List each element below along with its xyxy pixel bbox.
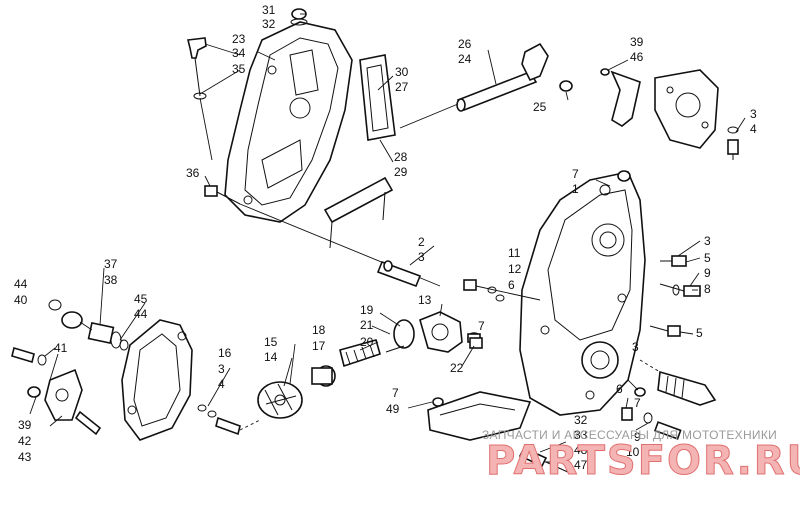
bolt-5-part [649, 325, 681, 337]
bolt-22-part [469, 337, 483, 349]
tensioner-cover-part [257, 381, 303, 419]
idler-arm-part [11, 346, 102, 436]
inner-cover-part [121, 319, 193, 441]
callout-28: 28 [394, 150, 408, 164]
bolt-8-9-part [659, 283, 701, 297]
bolt-2-3-part [376, 260, 422, 288]
callout-36: 36 [186, 166, 200, 180]
callout-2: 2 [418, 235, 425, 249]
bolt-3-4-center-part [197, 404, 261, 436]
callout-7-top: 7 [572, 167, 579, 181]
callout-39: 39 [630, 35, 644, 49]
callout-22: 22 [450, 361, 464, 375]
callout-38: 38 [104, 273, 118, 287]
shift-lever-part [600, 68, 719, 149]
callout-21: 21 [360, 318, 374, 332]
chain-guide-part [427, 391, 532, 441]
callout-8: 8 [704, 282, 711, 296]
callout-20: 20 [360, 335, 374, 349]
callout-31: 31 [262, 3, 276, 17]
callout-3-top: 3 [750, 107, 757, 121]
callout-9-right: 9 [704, 266, 711, 280]
callout-35: 35 [232, 62, 246, 76]
callout-39-left: 39 [18, 418, 32, 432]
callout-48: 48 [574, 443, 588, 457]
callout-49: 49 [386, 402, 400, 416]
callout-42: 42 [18, 434, 32, 448]
callout-47: 47 [574, 458, 588, 472]
bolt-6-7-part [621, 387, 646, 421]
callout-16: 16 [218, 346, 232, 360]
callout-5-right: 5 [704, 251, 711, 265]
callout-44-top: 44 [14, 277, 28, 291]
callout-33: 33 [574, 428, 588, 442]
watermark: ЗАПЧАСТИ И АКСЕССУАРЫ ДЛЯ МОТОТЕХНИКИ PA… [482, 428, 800, 485]
callout-12: 12 [508, 262, 522, 276]
bolt-3-4-top-part [727, 126, 739, 160]
callout-7-center: 7 [478, 319, 485, 333]
tensioner-housing-part [393, 311, 481, 353]
callout-29: 29 [394, 165, 408, 179]
callout-7-bottom: 7 [392, 386, 399, 400]
callout-5-lower: 5 [696, 326, 703, 340]
callout-40: 40 [14, 293, 28, 307]
callout-3-lower: 3 [632, 340, 639, 354]
shift-shaft-part [399, 42, 573, 129]
callout-6-center: 6 [508, 278, 515, 292]
callout-44-mid: 44 [134, 307, 148, 321]
callout-15: 15 [264, 335, 278, 349]
callout-10: 10 [626, 445, 640, 459]
callout-9-lower: 9 [634, 430, 641, 444]
callout-41: 41 [54, 341, 68, 355]
drive-cover-part [224, 21, 353, 223]
watermark-logo: PARTSFOR.RU [486, 438, 800, 484]
callout-46: 46 [630, 50, 644, 64]
callout-26: 26 [458, 37, 472, 51]
callout-13: 13 [418, 293, 432, 307]
callout-23: 23 [232, 32, 246, 46]
watermark-tagline: ЗАПЧАСТИ И АКСЕССУАРЫ ДЛЯ МОТОТЕХНИКИ [482, 428, 777, 442]
bolt-47-48-part [518, 446, 573, 475]
callout-37: 37 [104, 257, 118, 271]
callout-11: 11 [508, 246, 521, 260]
callout-32: 32 [262, 17, 276, 31]
callout-3-right: 3 [704, 234, 711, 248]
leader-lines [29, 13, 746, 463]
callout-3-left: 3 [218, 362, 225, 376]
gasket-part [359, 54, 396, 141]
callout-3-center: 3 [418, 250, 425, 264]
callout-18: 18 [312, 323, 326, 337]
callout-27: 27 [395, 80, 409, 94]
callout-43: 43 [18, 450, 32, 464]
callout-7-lower: 7 [634, 396, 641, 410]
bolt-3-5-part [660, 255, 687, 267]
callout-4-top: 4 [750, 122, 757, 136]
callout-45: 45 [134, 292, 148, 306]
callout-19: 19 [360, 303, 374, 317]
pivot-bushing-part [48, 299, 129, 351]
chaincase-housing-part [519, 170, 646, 416]
spacer-39-part [27, 386, 41, 398]
callout-25: 25 [533, 100, 547, 114]
callout-labels: 31 32 23 34 35 26 24 25 39 46 30 27 3 4 … [14, 3, 757, 472]
bracket-part [323, 176, 394, 249]
callout-1: 1 [572, 182, 579, 196]
output-shaft-part [639, 359, 717, 406]
callout-30: 30 [395, 65, 409, 79]
callout-17: 17 [312, 339, 326, 353]
callout-24: 24 [458, 52, 472, 66]
callout-34: 34 [232, 46, 246, 60]
callout-6-lower: 6 [616, 382, 623, 396]
callout-4-left: 4 [218, 377, 225, 391]
bolt-11-12-part [463, 279, 541, 302]
callout-32-bottom: 32 [574, 413, 588, 427]
tensioner-spring-part [311, 339, 405, 387]
bolt-9-10-part [643, 412, 682, 440]
callout-14: 14 [264, 350, 278, 364]
dipstick-part [187, 37, 213, 161]
